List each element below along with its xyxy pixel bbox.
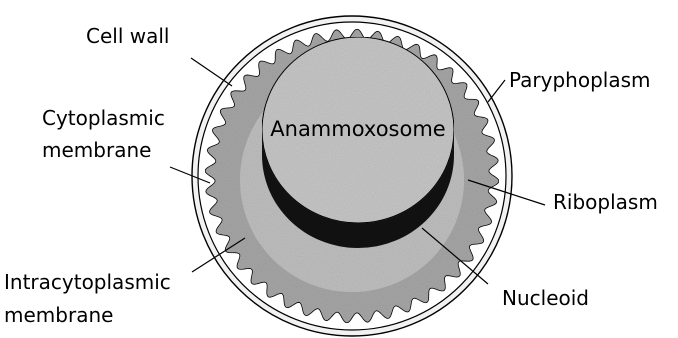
anammoxosome-label: Anammoxosome — [270, 117, 445, 141]
riboplasm-label: Riboplasm — [553, 190, 658, 214]
paryphoplasm-leader — [488, 80, 505, 102]
intracytoplasmic-membrane-label-line2: membrane — [4, 303, 113, 327]
cytoplasmic-membrane-label-line2: membrane — [42, 138, 151, 162]
nucleoid-label: Nucleoid — [502, 286, 589, 310]
cell-wall-label: Cell wall — [86, 24, 169, 48]
cytoplasmic-membrane-label-line1: Cytoplasmic — [42, 106, 165, 130]
cell-wall-leader — [191, 58, 232, 86]
paryphoplasm-label: Paryphoplasm — [509, 68, 651, 92]
intracytoplasmic-membrane-label-line1: Intracytoplasmic — [4, 270, 171, 294]
